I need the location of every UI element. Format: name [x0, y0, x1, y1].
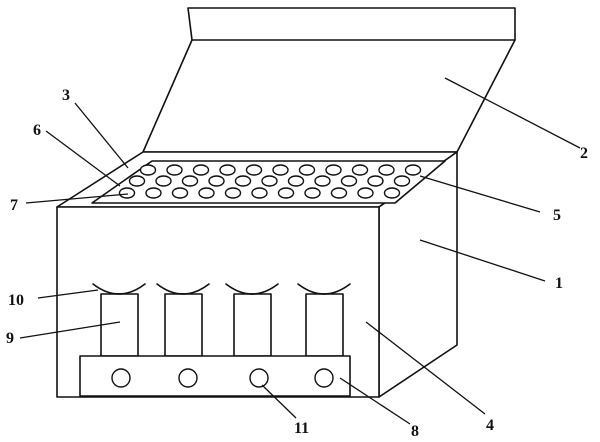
label-9: 9	[6, 330, 14, 347]
base-hole	[314, 368, 334, 388]
tray-hole	[166, 164, 183, 176]
label-1: 1	[555, 275, 563, 292]
tray-hole	[325, 164, 342, 176]
tray-hole	[393, 175, 411, 187]
label-11: 11	[294, 420, 309, 437]
tray-hole	[314, 175, 331, 187]
vial-cushion	[297, 283, 351, 295]
tray-hole	[251, 187, 268, 199]
label-4: 4	[486, 417, 494, 434]
tray-hole	[277, 187, 295, 199]
label-8: 8	[411, 423, 419, 440]
tray-hole	[304, 187, 321, 199]
lid	[142, 7, 516, 153]
tray-hole	[245, 164, 263, 176]
tray-hole	[378, 164, 395, 176]
tray-hole	[261, 175, 278, 187]
tray-hole	[155, 175, 172, 187]
label-10: 10	[8, 292, 24, 309]
label-6: 6	[33, 122, 41, 139]
tray-hole	[192, 164, 210, 176]
tray-hole	[351, 164, 369, 176]
tray-hole	[118, 187, 136, 199]
tray-hole	[367, 175, 384, 187]
tray-hole	[330, 187, 348, 199]
tray-hole	[383, 187, 401, 199]
label-5: 5	[553, 207, 561, 224]
tray-hole	[404, 164, 422, 176]
label-3: 3	[62, 87, 70, 104]
tray-hole	[234, 175, 252, 187]
tray-hole	[128, 175, 146, 187]
tray-hole	[298, 164, 316, 176]
tray-hole	[181, 175, 199, 187]
tray-hole	[171, 187, 189, 199]
vial	[164, 293, 203, 357]
tray-hole	[208, 175, 225, 187]
tray-hole	[139, 164, 157, 176]
vial	[305, 293, 344, 357]
tray-hole	[357, 187, 374, 199]
vial-cushion	[156, 283, 210, 295]
tray-holes	[118, 164, 422, 199]
vial-cushion	[92, 283, 146, 295]
vial	[100, 293, 139, 357]
label-7: 7	[10, 197, 18, 214]
leader-lines	[19, 77, 581, 425]
label-2: 2	[580, 145, 588, 162]
base-hole	[178, 368, 198, 388]
tray-hole	[145, 187, 162, 199]
base-hole	[249, 368, 269, 388]
tray-hole	[224, 187, 242, 199]
tray-hole	[219, 164, 236, 176]
tray-hole	[198, 187, 215, 199]
reference-labels: 1 2 3 4 5 6 7 8 9 10 11	[6, 87, 588, 440]
tray-hole	[287, 175, 305, 187]
vial	[233, 293, 272, 357]
base-holes	[111, 368, 334, 388]
base-hole	[111, 368, 131, 388]
tray-hole	[340, 175, 358, 187]
vial-cushion	[225, 283, 279, 295]
tray-hole	[272, 164, 289, 176]
